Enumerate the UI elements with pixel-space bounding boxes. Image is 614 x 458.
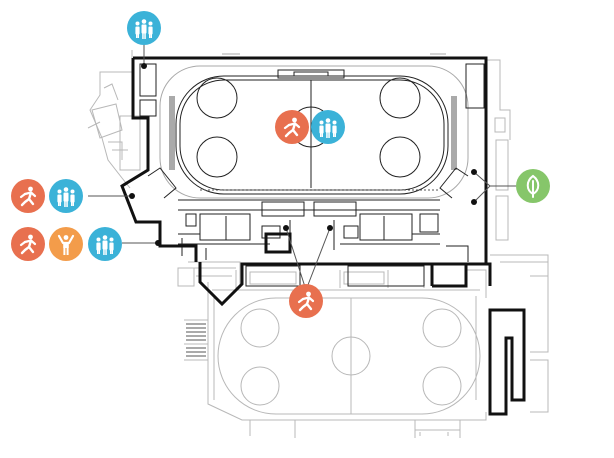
group-icon xyxy=(88,227,122,261)
marker-west-upper xyxy=(11,179,83,213)
runner-icon xyxy=(289,284,323,318)
group-icon xyxy=(49,179,83,213)
marker-rink-center xyxy=(275,110,345,144)
location-dots xyxy=(129,63,477,246)
marker-top-entrance xyxy=(127,11,161,45)
context-outline xyxy=(87,50,549,438)
coach-icon xyxy=(49,227,83,261)
upper-rink xyxy=(159,53,469,199)
group-icon xyxy=(311,110,345,144)
runner-icon xyxy=(11,179,45,213)
interior-rooms xyxy=(139,63,485,287)
marker-south-corridor xyxy=(289,284,323,318)
facility-outline xyxy=(120,56,526,416)
marker-east-side xyxy=(516,169,550,203)
leader-lines xyxy=(88,42,516,291)
runner-icon xyxy=(11,227,45,261)
group-icon xyxy=(127,11,161,45)
runner-icon xyxy=(275,110,309,144)
leaf-icon xyxy=(516,169,550,203)
marker-west-lower xyxy=(11,227,122,261)
